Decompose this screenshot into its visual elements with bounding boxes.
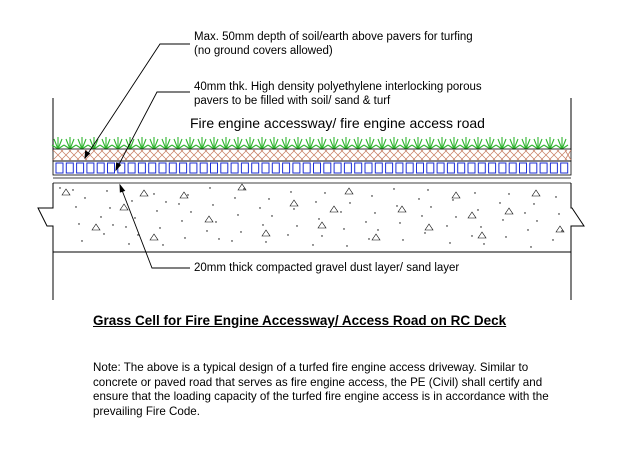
grass-tuft xyxy=(279,137,293,150)
callout-soil-depth: Max. 50mm depth of soil/earth above pave… xyxy=(194,30,473,58)
aggregate-dots xyxy=(59,187,563,248)
grass-tuft xyxy=(399,137,413,150)
grass-tuft xyxy=(63,137,77,150)
rc-deck-slab xyxy=(37,183,585,253)
grass-tuft xyxy=(159,137,173,150)
grass-tuft xyxy=(291,137,305,150)
grass-tuft xyxy=(363,137,377,150)
grass-tuft xyxy=(315,137,329,150)
grass-tuft xyxy=(555,137,569,150)
grass-tuft xyxy=(495,137,509,150)
grass-tuft xyxy=(327,137,341,150)
grass-tuft xyxy=(207,137,221,150)
grass-tuft xyxy=(351,137,365,150)
grass-tuft xyxy=(171,137,185,150)
grass-tuft xyxy=(243,137,257,150)
callout-soil-depth-line-2: (no ground covers allowed) xyxy=(194,45,333,57)
drawing-title: Grass Cell for Fire Engine Accessway/ Ac… xyxy=(93,313,507,328)
grass-tuft xyxy=(339,137,353,150)
note-line-2: concrete or paved road that serves as fi… xyxy=(93,375,543,389)
note-line-4: prevailing Fire Code. xyxy=(93,404,200,418)
grass-tuft xyxy=(375,137,389,150)
grass-tuft xyxy=(147,137,161,150)
turf-layer xyxy=(51,137,569,150)
grass-tuft xyxy=(507,137,521,150)
grass-tuft xyxy=(459,137,473,150)
grass-tuft xyxy=(447,137,461,150)
grass-tuft xyxy=(195,137,209,150)
grass-tuft xyxy=(303,137,317,150)
callout-pavers-line-1: 40mm thk. High density polyethylene inte… xyxy=(194,81,482,93)
grass-tuft xyxy=(519,137,533,150)
grass-tuft xyxy=(183,137,197,150)
note-block: Note: The above is a typical design of a… xyxy=(93,361,613,419)
aggregate xyxy=(61,183,565,241)
callout-pavers: 40mm thk. High density polyethylene inte… xyxy=(194,80,482,108)
callout-soil-depth-line-1: Max. 50mm depth of soil/earth above pave… xyxy=(194,31,473,43)
leader-pavers xyxy=(115,91,190,172)
grass-tuft xyxy=(267,137,281,150)
concrete-aggregate xyxy=(59,183,565,248)
grass-tuft xyxy=(435,137,449,150)
paver-cell-group xyxy=(55,162,569,174)
grass-tuft xyxy=(87,137,101,150)
leader-soil xyxy=(84,43,190,160)
soil-hatch xyxy=(52,149,572,161)
grass-tuft xyxy=(111,137,125,150)
road-label: Fire engine accessway/ fire engine acces… xyxy=(190,115,485,131)
note-line-1: Note: The above is a typical design of a… xyxy=(93,361,529,374)
grass-tuft xyxy=(75,137,89,150)
callout-pavers-line-2: pavers to be filled with soil/ sand & tu… xyxy=(194,95,391,107)
callout-gravel: 20mm thick compacted gravel dust layer/ … xyxy=(194,262,460,274)
grass-tuft xyxy=(423,137,437,150)
paver-cells xyxy=(55,162,569,174)
grass-tuft xyxy=(231,137,245,150)
grass-tuft xyxy=(135,137,149,150)
grass-tuft xyxy=(219,137,233,150)
grass-tuft xyxy=(51,137,65,150)
grass-tuft xyxy=(99,137,113,150)
grass-tuft xyxy=(255,137,269,150)
grass-tuft xyxy=(387,137,401,150)
note-line-3: ensure that the loading capacity of the … xyxy=(93,390,549,404)
soil-layer xyxy=(52,149,572,161)
leader-gravel xyxy=(119,183,190,269)
grass-tuft xyxy=(411,137,425,150)
grass-tuft xyxy=(543,137,557,150)
grass-tuft xyxy=(531,137,545,150)
grass-tuft xyxy=(471,137,485,150)
grass-tuft xyxy=(483,137,497,150)
